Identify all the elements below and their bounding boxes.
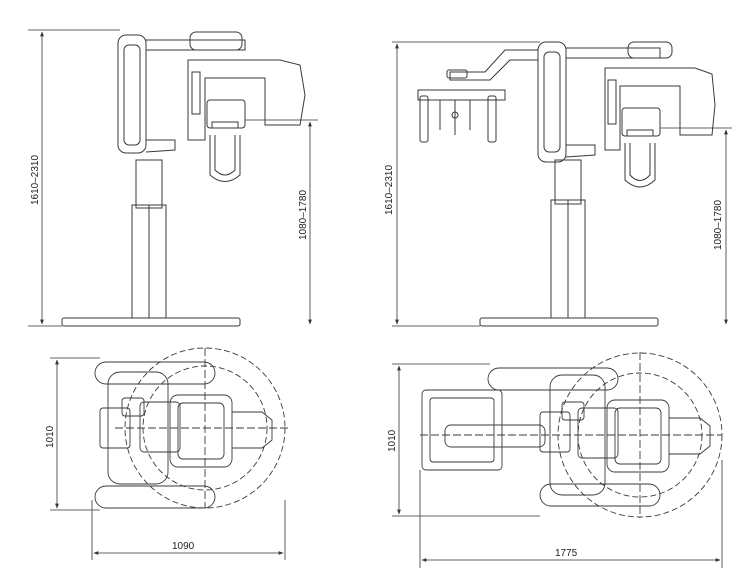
head-unit <box>169 394 233 468</box>
ceph-arm <box>449 49 538 81</box>
column-upper <box>135 159 163 209</box>
sensor <box>191 71 201 115</box>
main-housing <box>537 41 567 163</box>
ceph-arm-top <box>444 424 546 448</box>
head-holder <box>206 99 246 129</box>
dim-side2-chin <box>660 127 732 325</box>
floor-base <box>61 317 241 327</box>
ceph-head-holder <box>417 89 506 101</box>
top-cap <box>189 31 243 51</box>
main-housing <box>117 34 147 154</box>
dim-top1-width-label: 1090 <box>172 541 195 552</box>
side-view-panoramic <box>61 31 306 327</box>
dim-side2-chin-label: 1080–1780 <box>713 200 724 250</box>
dim-side1-total-label: 1610–2310 <box>30 155 41 205</box>
dim-top2-width <box>419 460 723 568</box>
handle-bottom <box>94 485 216 509</box>
handle-top <box>94 361 216 385</box>
dim-top2-depth-label: 1010 <box>387 429 398 452</box>
rotating-arm <box>187 59 306 141</box>
dim-side2-total <box>392 41 540 327</box>
dim-side1-chin <box>245 119 318 325</box>
side-view-ceph <box>417 41 716 327</box>
top-view-panoramic <box>94 347 290 509</box>
housing-top <box>99 407 131 449</box>
dim-top2-depth <box>392 363 540 517</box>
dim-top1-depth-label: 1010 <box>45 425 56 448</box>
top-view-ceph <box>420 352 723 518</box>
sensor-top <box>232 411 273 449</box>
dim-side1-chin-label: 1080–1780 <box>298 190 309 240</box>
ceph-frame <box>421 389 503 471</box>
dim-top1-depth <box>50 357 100 511</box>
floor-base <box>479 317 659 327</box>
rotating-arm <box>604 67 716 151</box>
dim-top2-width-label: 1775 <box>555 548 578 559</box>
dim-side2-total-label: 1610–2310 <box>384 165 395 215</box>
dim-top1-width <box>91 500 286 560</box>
dim-side1-total <box>28 29 120 327</box>
